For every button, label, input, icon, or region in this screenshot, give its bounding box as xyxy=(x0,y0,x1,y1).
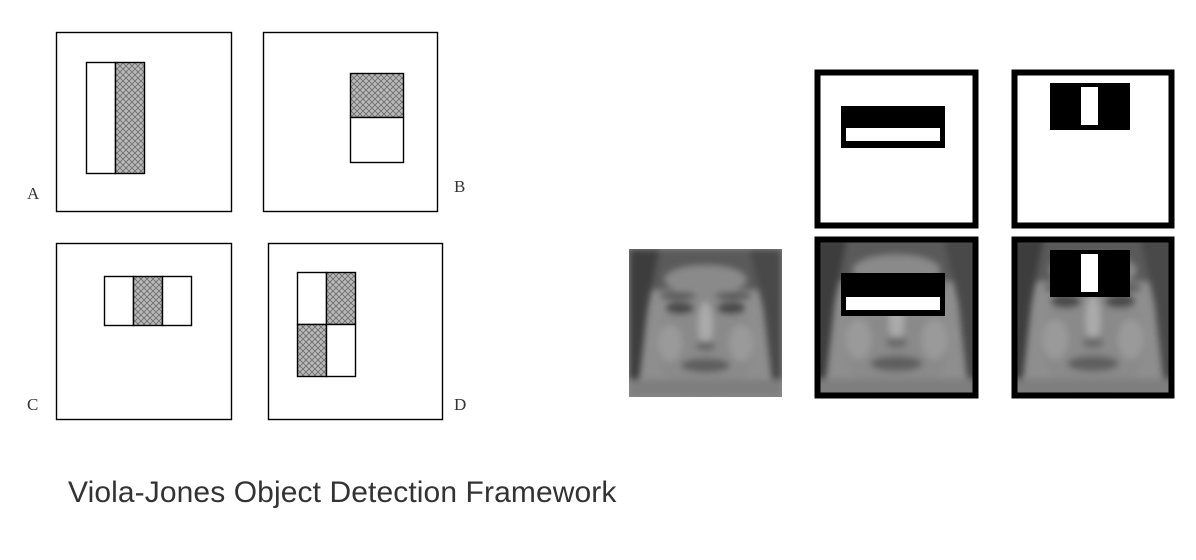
edge-feature-template xyxy=(814,69,979,229)
panel-d-white-top-left xyxy=(296,271,328,326)
edge-feature-light-band xyxy=(846,128,940,141)
panel-a-label: A xyxy=(27,184,40,203)
panel-d-shaded-bottom-left xyxy=(296,323,328,378)
panel-a-frame xyxy=(55,31,233,213)
panel-a-white-rect xyxy=(85,61,117,175)
panel-b-shaded-rect xyxy=(349,72,405,119)
line-feature-template xyxy=(1011,69,1175,229)
panel-b-frame xyxy=(262,31,439,213)
line-feature-light-bar xyxy=(1081,87,1098,125)
panel-d-white-bottom-right xyxy=(325,323,357,378)
panel-d-shaded-top-right xyxy=(325,271,357,326)
panel-c-frame xyxy=(55,242,233,421)
face-with-edge-feature xyxy=(814,236,979,399)
edge-feature-dark-band xyxy=(841,106,945,148)
face-line-frame xyxy=(1011,236,1175,399)
face-image-plain xyxy=(629,249,782,399)
panel-b-label: B xyxy=(454,177,465,196)
panel-d: D xyxy=(267,242,466,421)
face-line-light-bar xyxy=(1081,254,1098,292)
panel-d-label: D xyxy=(454,395,466,414)
face-edge-light-band xyxy=(846,297,940,310)
panel-b: B xyxy=(262,31,465,213)
panel-c-label: C xyxy=(27,395,38,414)
face-with-line-feature xyxy=(1011,236,1175,399)
panel-c-shaded-middle xyxy=(132,275,164,327)
face-edge-frame xyxy=(814,236,979,399)
panel-a-shaded-rect xyxy=(114,61,146,175)
panel-c-white-right xyxy=(161,275,193,327)
panel-c-white-left xyxy=(103,275,135,327)
panel-d-frame xyxy=(267,242,444,421)
panel-c: C xyxy=(27,242,233,421)
panel-b-white-rect xyxy=(349,116,405,164)
figure-caption: Viola-Jones Object Detection Framework xyxy=(68,476,617,509)
edge-feature-frame xyxy=(814,69,979,229)
panel-a: A xyxy=(27,31,233,213)
